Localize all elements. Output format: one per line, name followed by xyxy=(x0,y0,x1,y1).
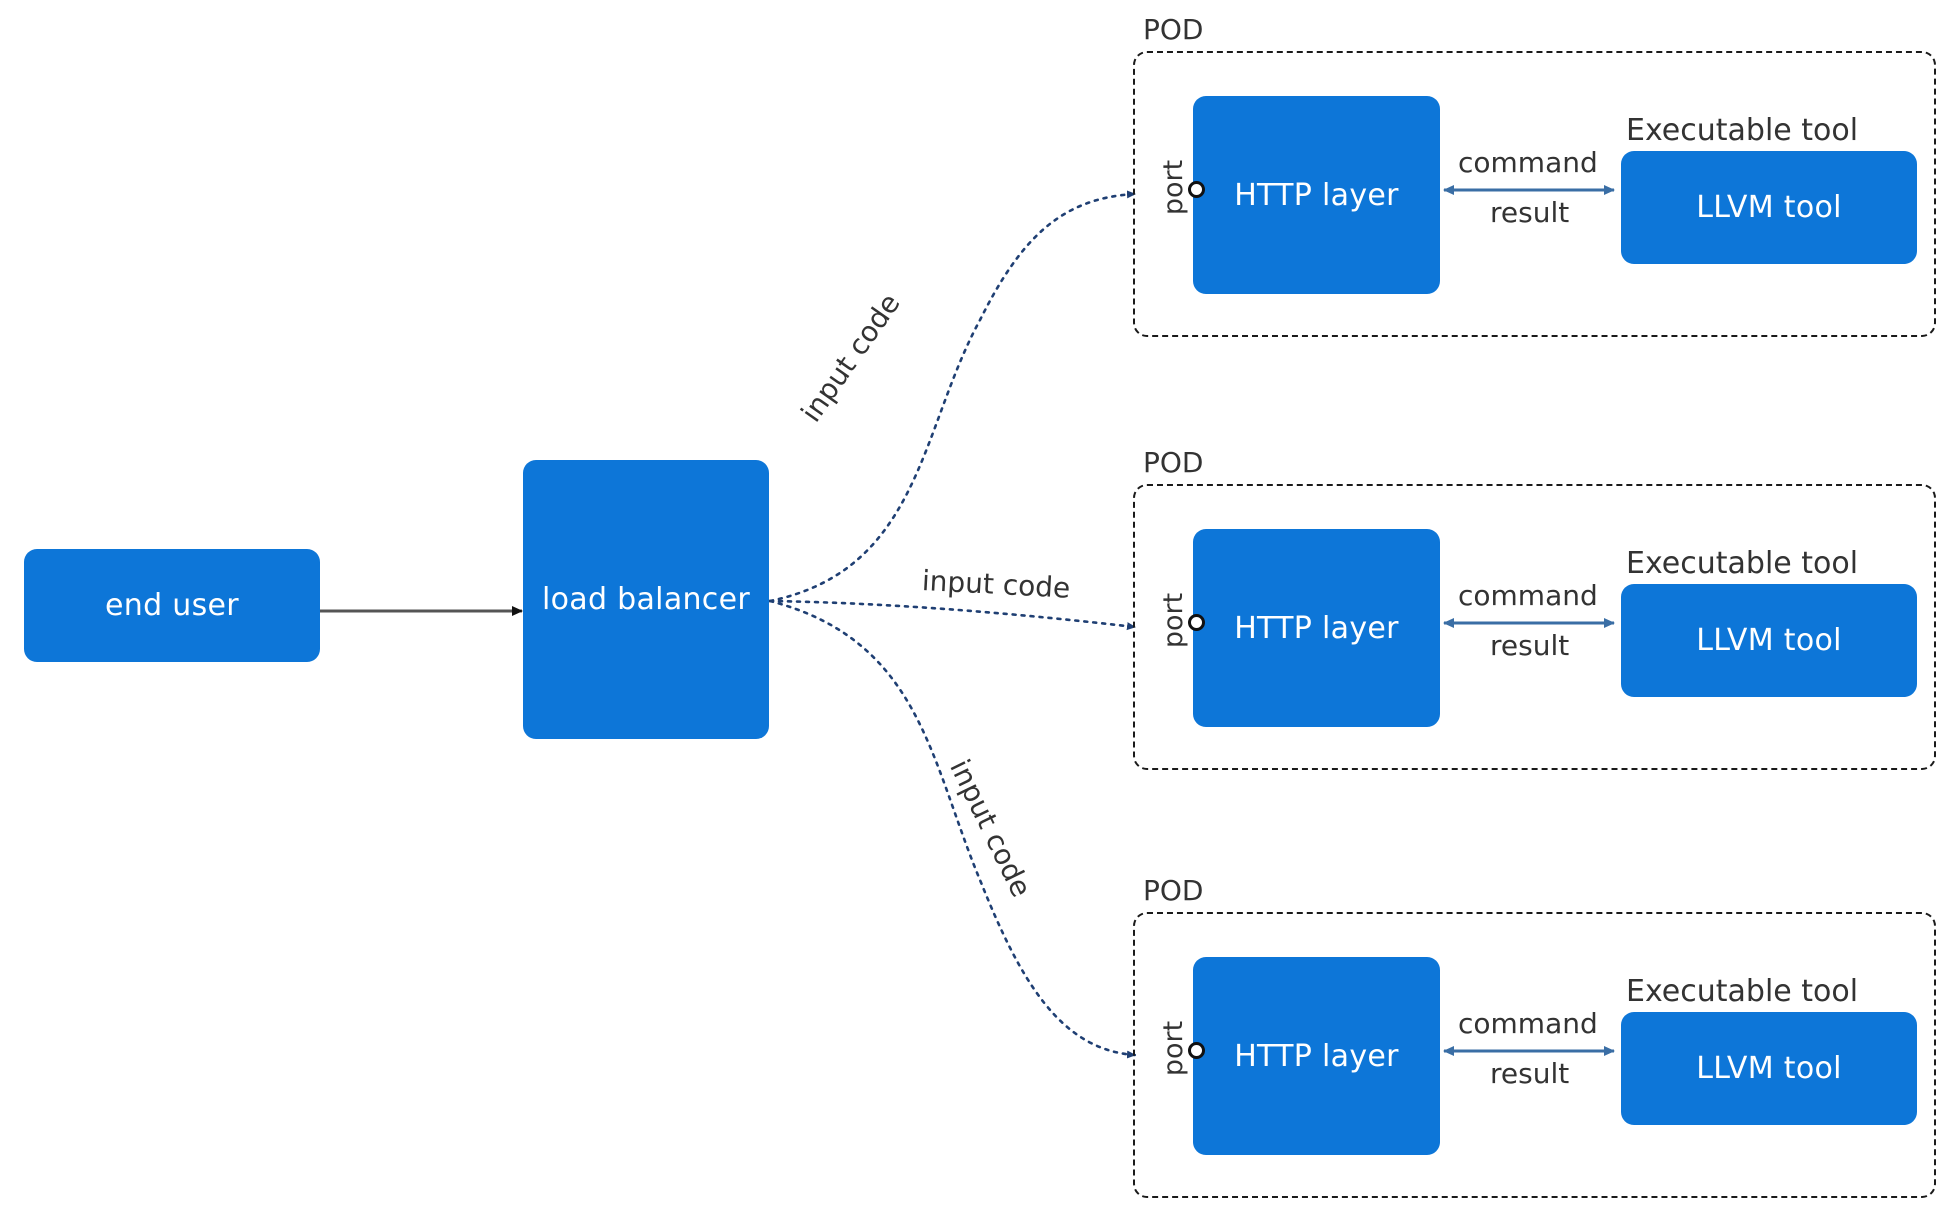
end-user-node: end user xyxy=(24,549,320,662)
executable-tool-title: Executable tool xyxy=(1626,974,1859,1009)
http-layer-label: HTTP layer xyxy=(1234,610,1399,646)
pod-title: POD xyxy=(1143,874,1204,907)
command-label: command xyxy=(1458,146,1598,179)
command-label: command xyxy=(1458,1007,1598,1040)
result-label: result xyxy=(1490,1057,1570,1090)
port-label: port xyxy=(1158,592,1190,649)
command-label: command xyxy=(1458,579,1598,612)
llvm-tool-label: LLVM tool xyxy=(1696,190,1842,225)
executable-tool-title: Executable tool xyxy=(1626,113,1859,148)
llvm-tool-node: LLVM tool xyxy=(1621,584,1917,697)
load-balancer-node: load balancer xyxy=(523,460,769,739)
llvm-tool-node: LLVM tool xyxy=(1621,1012,1917,1125)
result-label: result xyxy=(1490,629,1570,662)
http-layer-node: HTTP layer xyxy=(1193,957,1440,1155)
llvm-tool-node: LLVM tool xyxy=(1621,151,1917,264)
connector-to-pod-1 xyxy=(768,190,1137,603)
load-balancer-label: load balancer xyxy=(542,582,750,617)
port-dot xyxy=(1188,1042,1205,1059)
connector-to-pod-3 xyxy=(768,599,1137,1059)
result-label: result xyxy=(1490,196,1570,229)
pod-container xyxy=(1133,484,1936,770)
port-label: port xyxy=(1158,159,1190,216)
http-layer-label: HTTP layer xyxy=(1234,1038,1399,1074)
http-layer-label: HTTP layer xyxy=(1234,177,1399,213)
llvm-tool-label: LLVM tool xyxy=(1696,623,1842,658)
end-user-label: end user xyxy=(105,588,239,623)
executable-tool-title: Executable tool xyxy=(1626,546,1859,581)
pod-title: POD xyxy=(1143,446,1204,479)
connector-to-pod-2 xyxy=(768,599,1137,631)
port-dot xyxy=(1188,614,1205,631)
pod-container xyxy=(1133,51,1936,337)
port-dot xyxy=(1188,181,1205,198)
http-layer-node: HTTP layer xyxy=(1193,96,1440,294)
http-layer-node: HTTP layer xyxy=(1193,529,1440,727)
llvm-tool-label: LLVM tool xyxy=(1696,1051,1842,1086)
pod-title: POD xyxy=(1143,13,1204,46)
pod-container xyxy=(1133,912,1936,1198)
port-label: port xyxy=(1158,1020,1190,1077)
